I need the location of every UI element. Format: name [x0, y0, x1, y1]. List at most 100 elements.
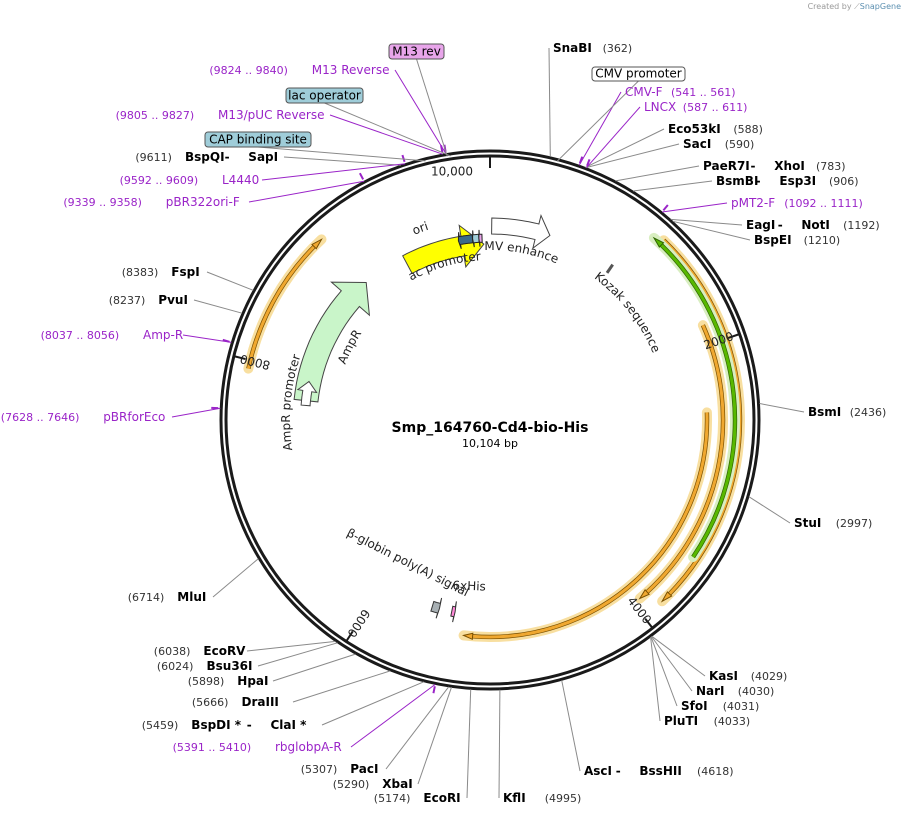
site-leader [650, 636, 678, 707]
site-mlui: (6714)MluI [128, 590, 207, 604]
site-name: BssHII [639, 764, 681, 778]
orf-arrow-1-head [660, 591, 673, 603]
site-name: AscI [584, 764, 612, 778]
site-leader [212, 558, 259, 598]
primer-m13pucreverse: (9805 .. 9827)M13/pUC Reverse [116, 108, 325, 122]
site-name: PvuI [158, 293, 188, 307]
site-bspei: BspEI (1210) [754, 233, 840, 247]
site-position: (8383) [122, 266, 159, 279]
site-leader [672, 220, 751, 241]
site-eco53ki: Eco53kI(588) [668, 122, 763, 136]
site-position: (783) [816, 160, 846, 173]
green-feature-arrow [648, 232, 740, 562]
primer-rbglobpar: (5391 .. 5410)rbglobpA-R [173, 740, 342, 754]
site-pluti: PluTI(4033) [664, 714, 750, 728]
tick-label: 6000 [344, 607, 372, 640]
feature-box-label: M13 rev [392, 45, 441, 59]
ampr-arrow [293, 281, 371, 403]
primer-position: (9592 .. 9609) [120, 174, 199, 187]
site-position: (4031) [723, 700, 760, 713]
orf-arrow-2-body [645, 324, 725, 594]
primer-mark [586, 159, 591, 167]
site-leader [321, 681, 424, 726]
feature-box-cmvpromoter: CMV promoter [591, 66, 686, 82]
site-name: BspDI * [191, 718, 241, 732]
site-position: (4029) [751, 670, 788, 683]
site-name: BspEI [754, 233, 792, 247]
primer-name: pBRforEco [103, 410, 165, 424]
site-name: SfoI [681, 699, 708, 713]
feature-box [388, 43, 445, 60]
site-separator: - [247, 718, 252, 732]
site-leader [548, 47, 551, 157]
primer-leader [350, 683, 436, 748]
site-name: SacI [683, 137, 711, 151]
site-bsmbi: BsmBI - Esp3I(906) [716, 174, 859, 188]
primer-position: (1092 .. 1111) [784, 197, 863, 210]
m13-rev-box [478, 229, 483, 247]
primer-position: (5391 .. 5410) [173, 741, 252, 754]
bglobin-box [430, 597, 443, 619]
site-leader [633, 180, 713, 192]
primer-leader [261, 163, 406, 181]
site-leader [206, 271, 254, 291]
site-position: (1192) [843, 219, 880, 232]
credit-prefix: Created by [807, 2, 852, 11]
ampr-promoter-arrow [296, 380, 318, 407]
site-leader [561, 680, 581, 772]
primer-position: (541 .. 561) [671, 86, 736, 99]
site-name: NotI [801, 218, 830, 232]
orf-arrow-4-body [246, 244, 316, 369]
site-separator: - [751, 159, 756, 173]
site-sfoi: SfoI (4031) [681, 699, 759, 713]
box-leader [556, 80, 639, 162]
kozak-marker [605, 263, 614, 274]
feature-box [591, 66, 686, 82]
tick-label: 4000 [624, 594, 654, 627]
primer-pbr322orif: (9339 .. 9358)pBR322ori-F [63, 195, 239, 209]
site-position: (4030) [738, 685, 775, 698]
site-position: (2436) [850, 406, 887, 419]
site-stui: StuI(2997) [794, 516, 872, 530]
site-saci: SacI(590) [683, 137, 754, 151]
primer-position: (9339 .. 9358) [63, 196, 142, 209]
primer-mark [358, 172, 365, 180]
site-eagi: EagI - NotI(1192) [746, 218, 880, 232]
plasmid-backbone-inner [224, 154, 756, 686]
site-name: BspQI [185, 150, 225, 164]
site-position: (362) [603, 42, 633, 55]
site-name: XhoI [774, 159, 805, 173]
plasmid-name: Smp_164760-Cd4-bio-His [392, 420, 589, 436]
primer-name: L4440 [222, 173, 259, 187]
plasmid-backbone-outer [219, 149, 761, 691]
primer-leader [171, 407, 221, 418]
kozak-label-text: Kozak sequence [592, 269, 663, 354]
primer-mark [662, 204, 669, 212]
site-name: Bsu36I [207, 659, 253, 673]
primer-ampr: (8037 .. 8056)Amp-R [41, 328, 184, 342]
site-position: (5307) [301, 763, 338, 776]
primer-leader [329, 114, 443, 155]
site-name: MluI [177, 590, 206, 604]
site-ecorv: (6038)EcoRV [154, 644, 246, 658]
primer-l4440: (9592 .. 9609) L4440 [120, 173, 260, 187]
primer-mark [432, 686, 436, 694]
kozak-label: Kozak sequence [592, 269, 663, 354]
site-name: XbaI [382, 777, 412, 791]
site-draiii: (5666)DraIII [192, 695, 279, 709]
site-leader [585, 128, 665, 168]
site-position: (5174) [374, 792, 411, 805]
site-position: (5898) [188, 675, 225, 688]
site-bsu36i: (6024)Bsu36I [157, 659, 253, 673]
site-position: (1210) [804, 234, 841, 247]
site-leader [466, 689, 472, 799]
site-name: PluTI [664, 714, 698, 728]
primer-name: M13 Reverse [312, 63, 390, 77]
site-name: EcoRV [203, 644, 246, 658]
feature-box-label: lac operator [288, 89, 361, 103]
site-paci: (5307)PacI [301, 762, 379, 776]
site-separator: - [225, 150, 230, 164]
ori-label-text: ori [410, 219, 430, 238]
site-position: (906) [829, 175, 859, 188]
